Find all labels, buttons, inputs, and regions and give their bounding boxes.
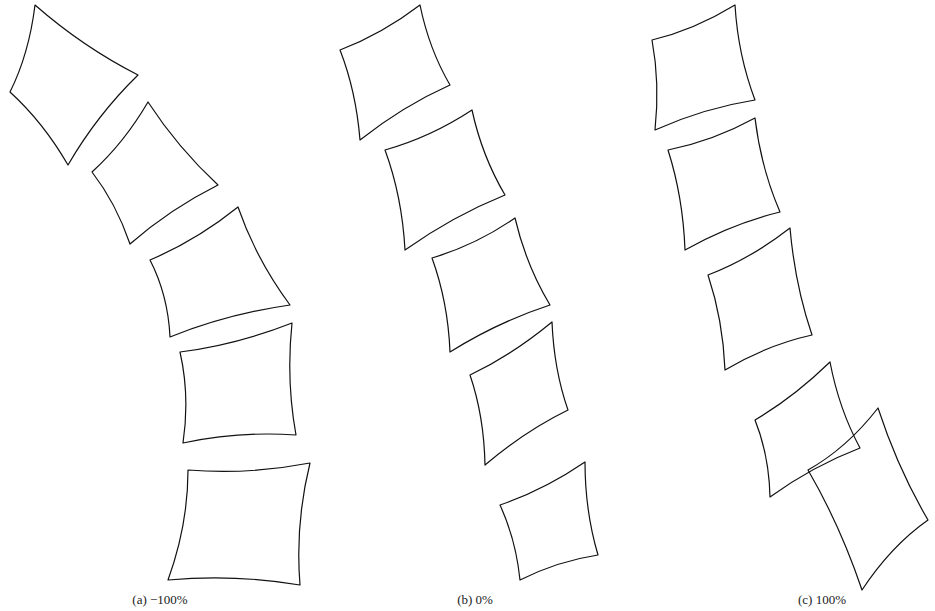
vertebra-outline (808, 408, 928, 590)
vertebra-outline (470, 322, 568, 465)
vertebra-outline (168, 463, 310, 585)
vertebra-outline (92, 102, 218, 244)
vertebra-outline (652, 5, 755, 130)
vertebra-outline (340, 5, 450, 140)
subfigure-label: (c) 100% (798, 592, 846, 608)
vertebra-outline (150, 207, 290, 337)
vertebra-outline (708, 228, 812, 370)
vertebra-outline (755, 362, 860, 497)
vertebra-outline (432, 218, 550, 352)
vertebra-outline (385, 110, 505, 250)
vertebra-outline (668, 118, 780, 250)
vertebra-outline (180, 323, 296, 443)
subfigure-label: (a) −100% (132, 592, 187, 608)
subfigure-label: (b) 0% (457, 592, 493, 608)
vertebra-outline (500, 462, 598, 580)
vertebra-outline (10, 5, 138, 165)
